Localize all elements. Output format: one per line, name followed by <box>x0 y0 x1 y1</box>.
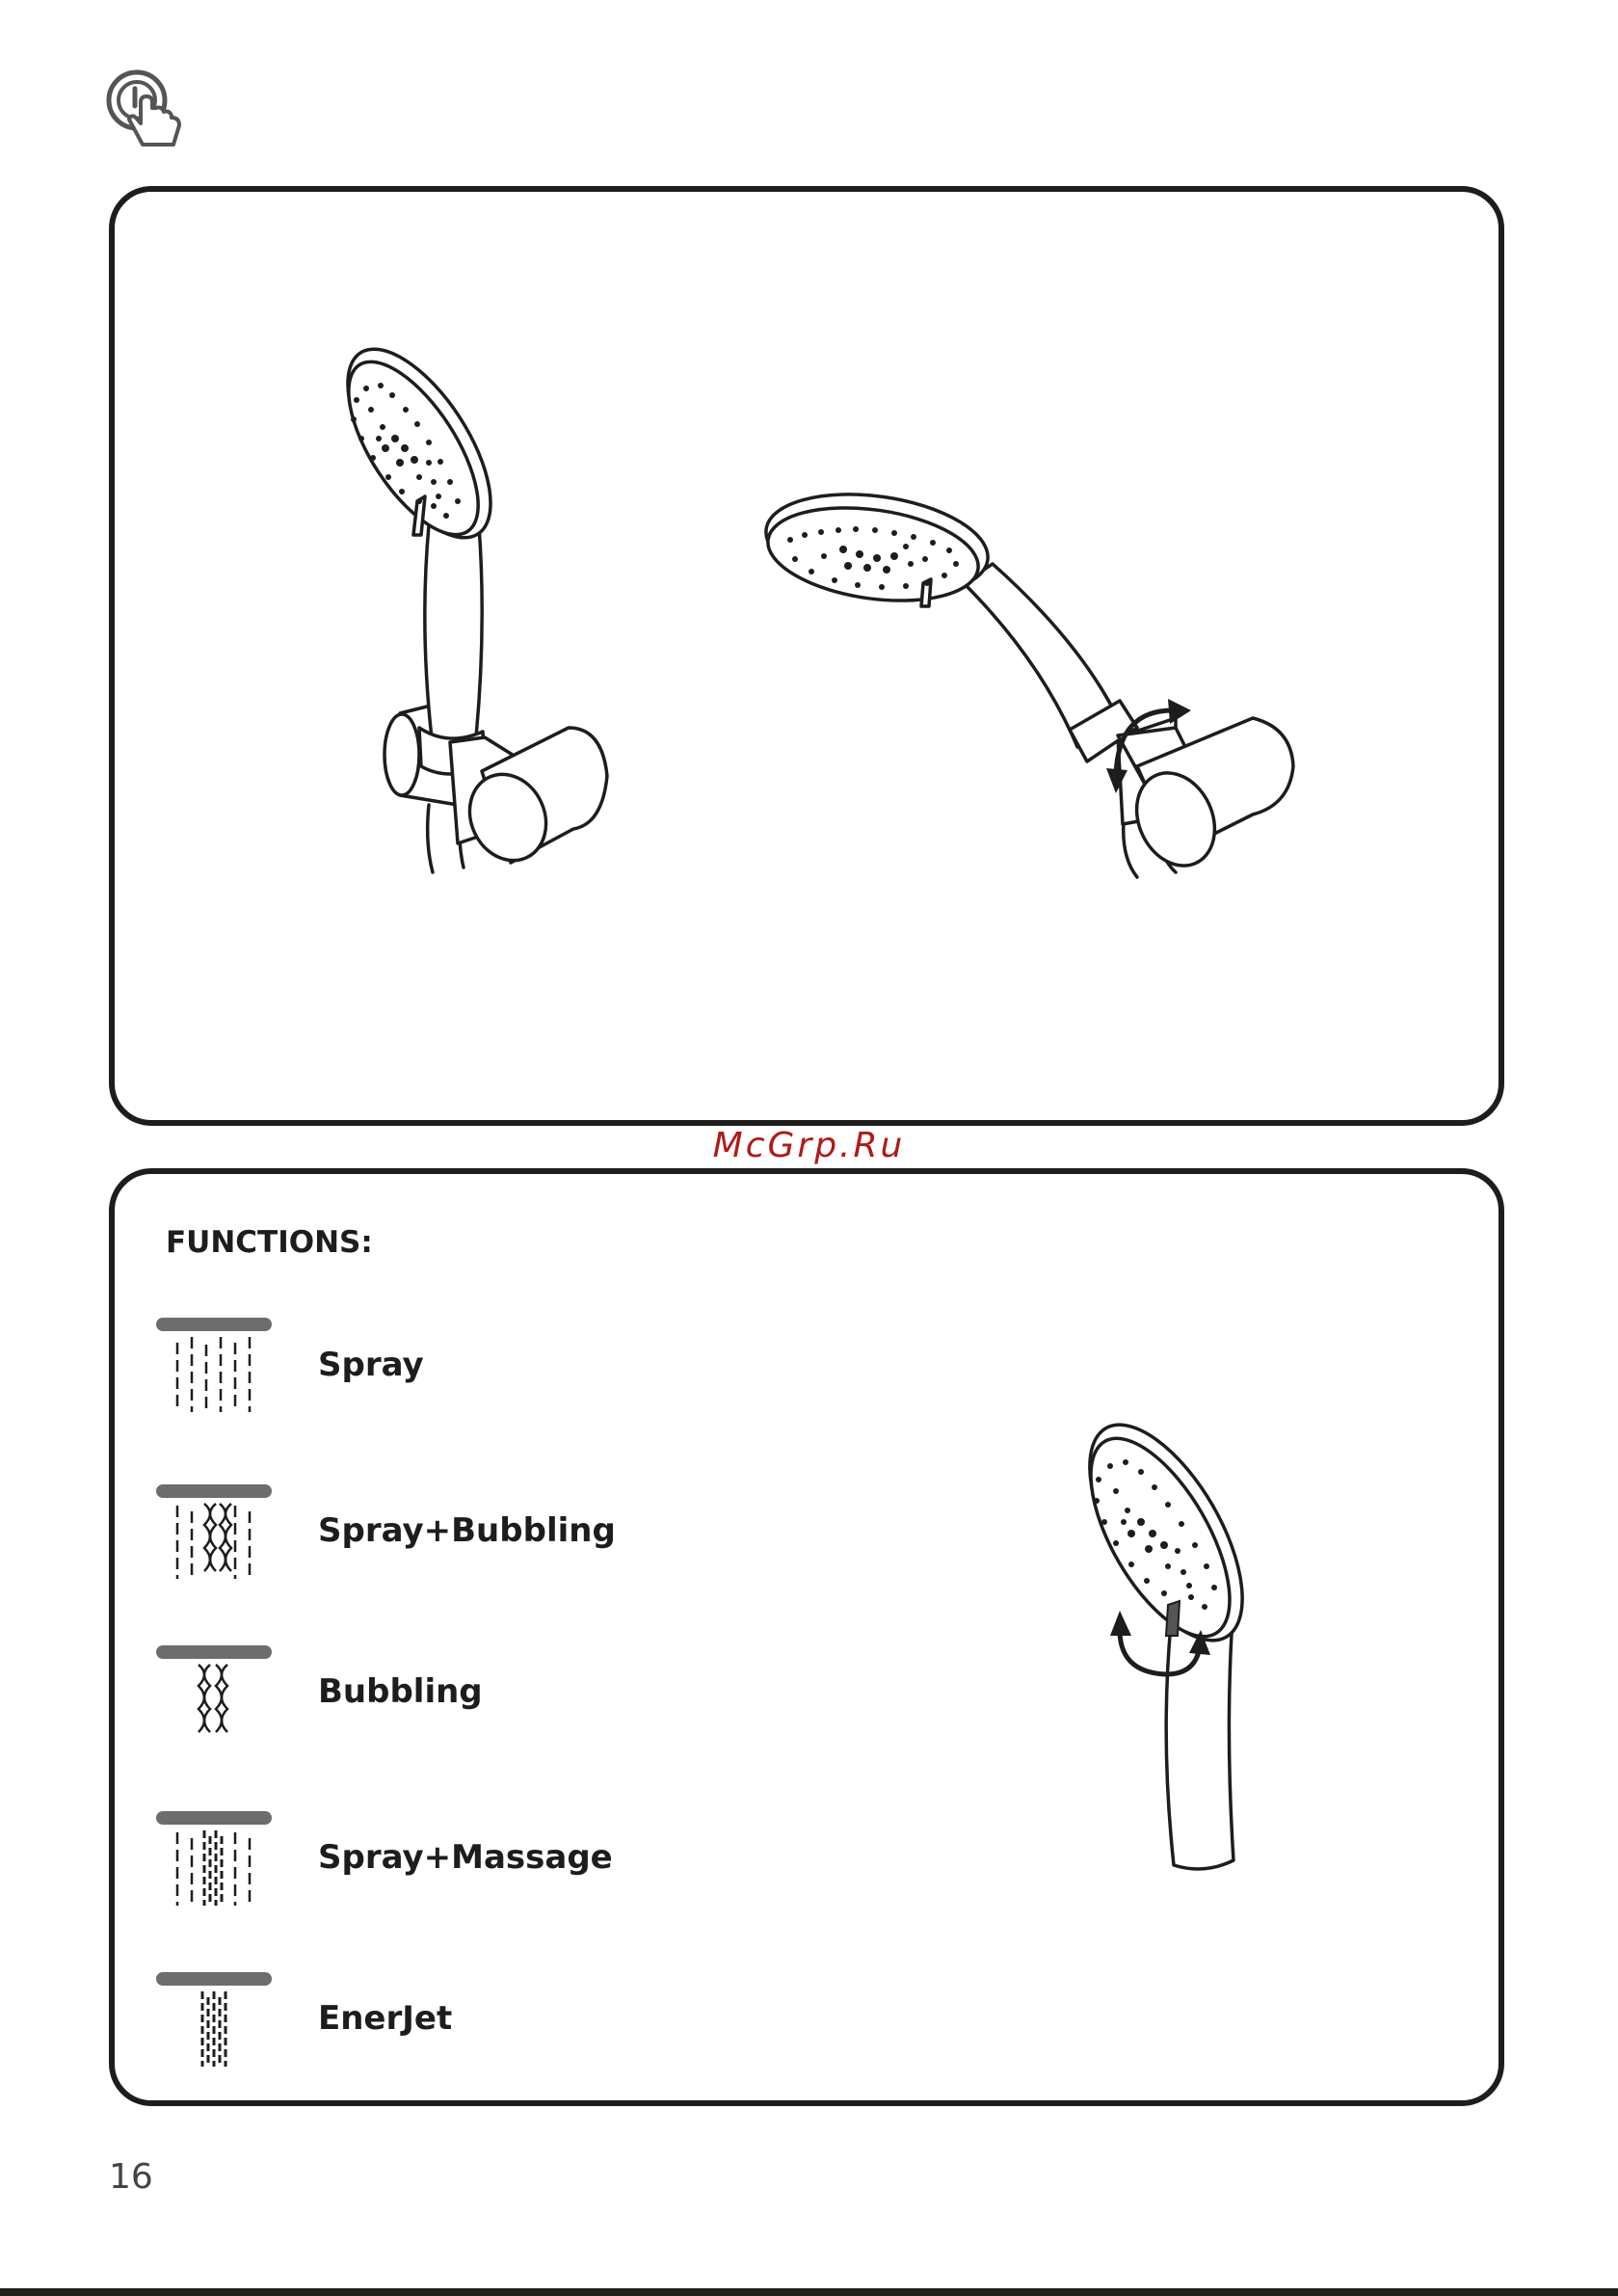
page-number: 16 <box>109 2157 153 2197</box>
enerjet-icon <box>156 1970 274 2076</box>
function-label-bubbling: Bubbling <box>318 1672 483 1711</box>
function-label-enerjet: EnerJet <box>318 1999 452 2038</box>
shower-head-in-holder-illustration <box>313 342 650 882</box>
function-selector-illustration <box>1060 1422 1282 1875</box>
shower-head-tilted-illustration <box>752 487 1311 892</box>
function-label-spray-bubbling: Spray+Bubbling <box>318 1511 616 1550</box>
spray-icon <box>156 1316 274 1422</box>
watermark-text: McGrp.Ru <box>0 1126 1618 1165</box>
spray-massage-icon <box>156 1809 274 1915</box>
spray-bubbling-icon <box>156 1482 274 1589</box>
function-label-spray: Spray <box>318 1346 424 1384</box>
function-label-spray-massage: Spray+Massage <box>318 1838 613 1877</box>
functions-heading: FUNCTIONS: <box>166 1225 373 1260</box>
touch-press-icon <box>104 67 191 159</box>
bubbling-icon <box>156 1643 274 1749</box>
functions-panel <box>109 1168 1504 2106</box>
bottom-rule <box>0 2288 1618 2296</box>
